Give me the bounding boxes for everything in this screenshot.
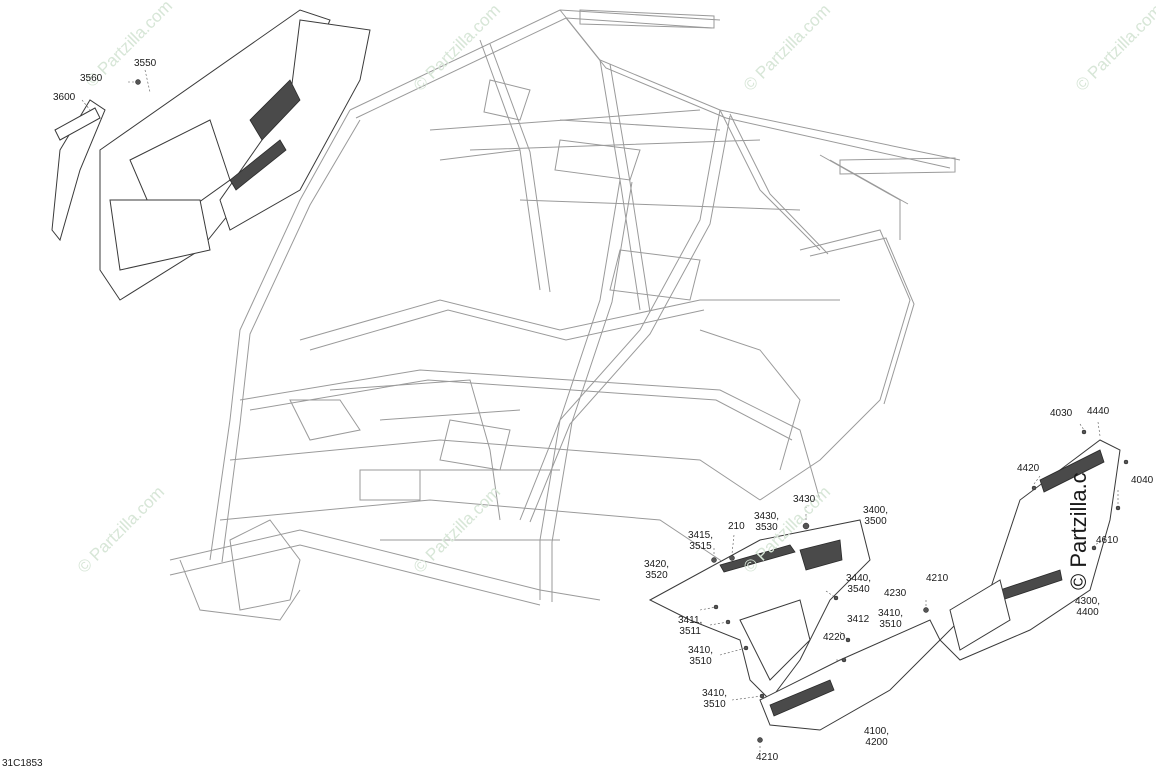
- rocker-panel-right: [759, 619, 941, 731]
- callout-3420-3520: 3420, 3520: [644, 559, 670, 581]
- callout-3550: 3550: [134, 58, 157, 69]
- callout-4230: 4230: [884, 588, 907, 599]
- callout-4040: 4040: [1131, 475, 1154, 486]
- callout-3412: 3412: [847, 614, 870, 625]
- callout-3600: 3600: [53, 92, 76, 103]
- callout-4610: 4610: [1096, 535, 1119, 546]
- diagram-code: 31C1853: [2, 758, 43, 769]
- callout-3411-3511: 3411, 3511: [678, 615, 703, 637]
- side-panel-front-right: [648, 519, 871, 701]
- callout-4440: 4440: [1087, 406, 1110, 417]
- callout-3440-3540: 3440, 3540: [846, 573, 872, 595]
- watermark-corner: © Partzilla.c: [1066, 472, 1091, 590]
- callout-3560: 3560: [80, 73, 103, 84]
- callout-3415-3515: 3415, 3515: [688, 530, 714, 552]
- callout-3400-3500: 3400, 3500: [863, 505, 889, 527]
- callout-4030: 4030: [1050, 408, 1073, 419]
- callout-4210: 4210: [926, 573, 949, 584]
- callout-4100-4200: 4100, 4200: [864, 726, 890, 748]
- rear-side-panel-right: [939, 439, 1121, 661]
- callout-4220: 4220: [823, 632, 846, 643]
- chassis-frame: [169, 9, 961, 621]
- callout-3410-3510: 3410, 3510: [878, 608, 904, 630]
- callout-3410-3510: 3410, 3510: [688, 645, 714, 667]
- callout-3410-3510: 3410, 3510: [702, 688, 728, 710]
- hardware-fasteners: [699, 421, 1129, 752]
- callout-4300-4400: 4300, 4400: [1075, 596, 1101, 618]
- callout-3430: 3430: [793, 494, 816, 505]
- callout-4420: 4420: [1017, 463, 1040, 474]
- callout-4210: 4210: [756, 752, 779, 763]
- door-panel-upper-left: [51, 9, 371, 301]
- callout-210: 210: [728, 521, 745, 532]
- callout-3430-3530: 3430, 3530: [754, 511, 780, 533]
